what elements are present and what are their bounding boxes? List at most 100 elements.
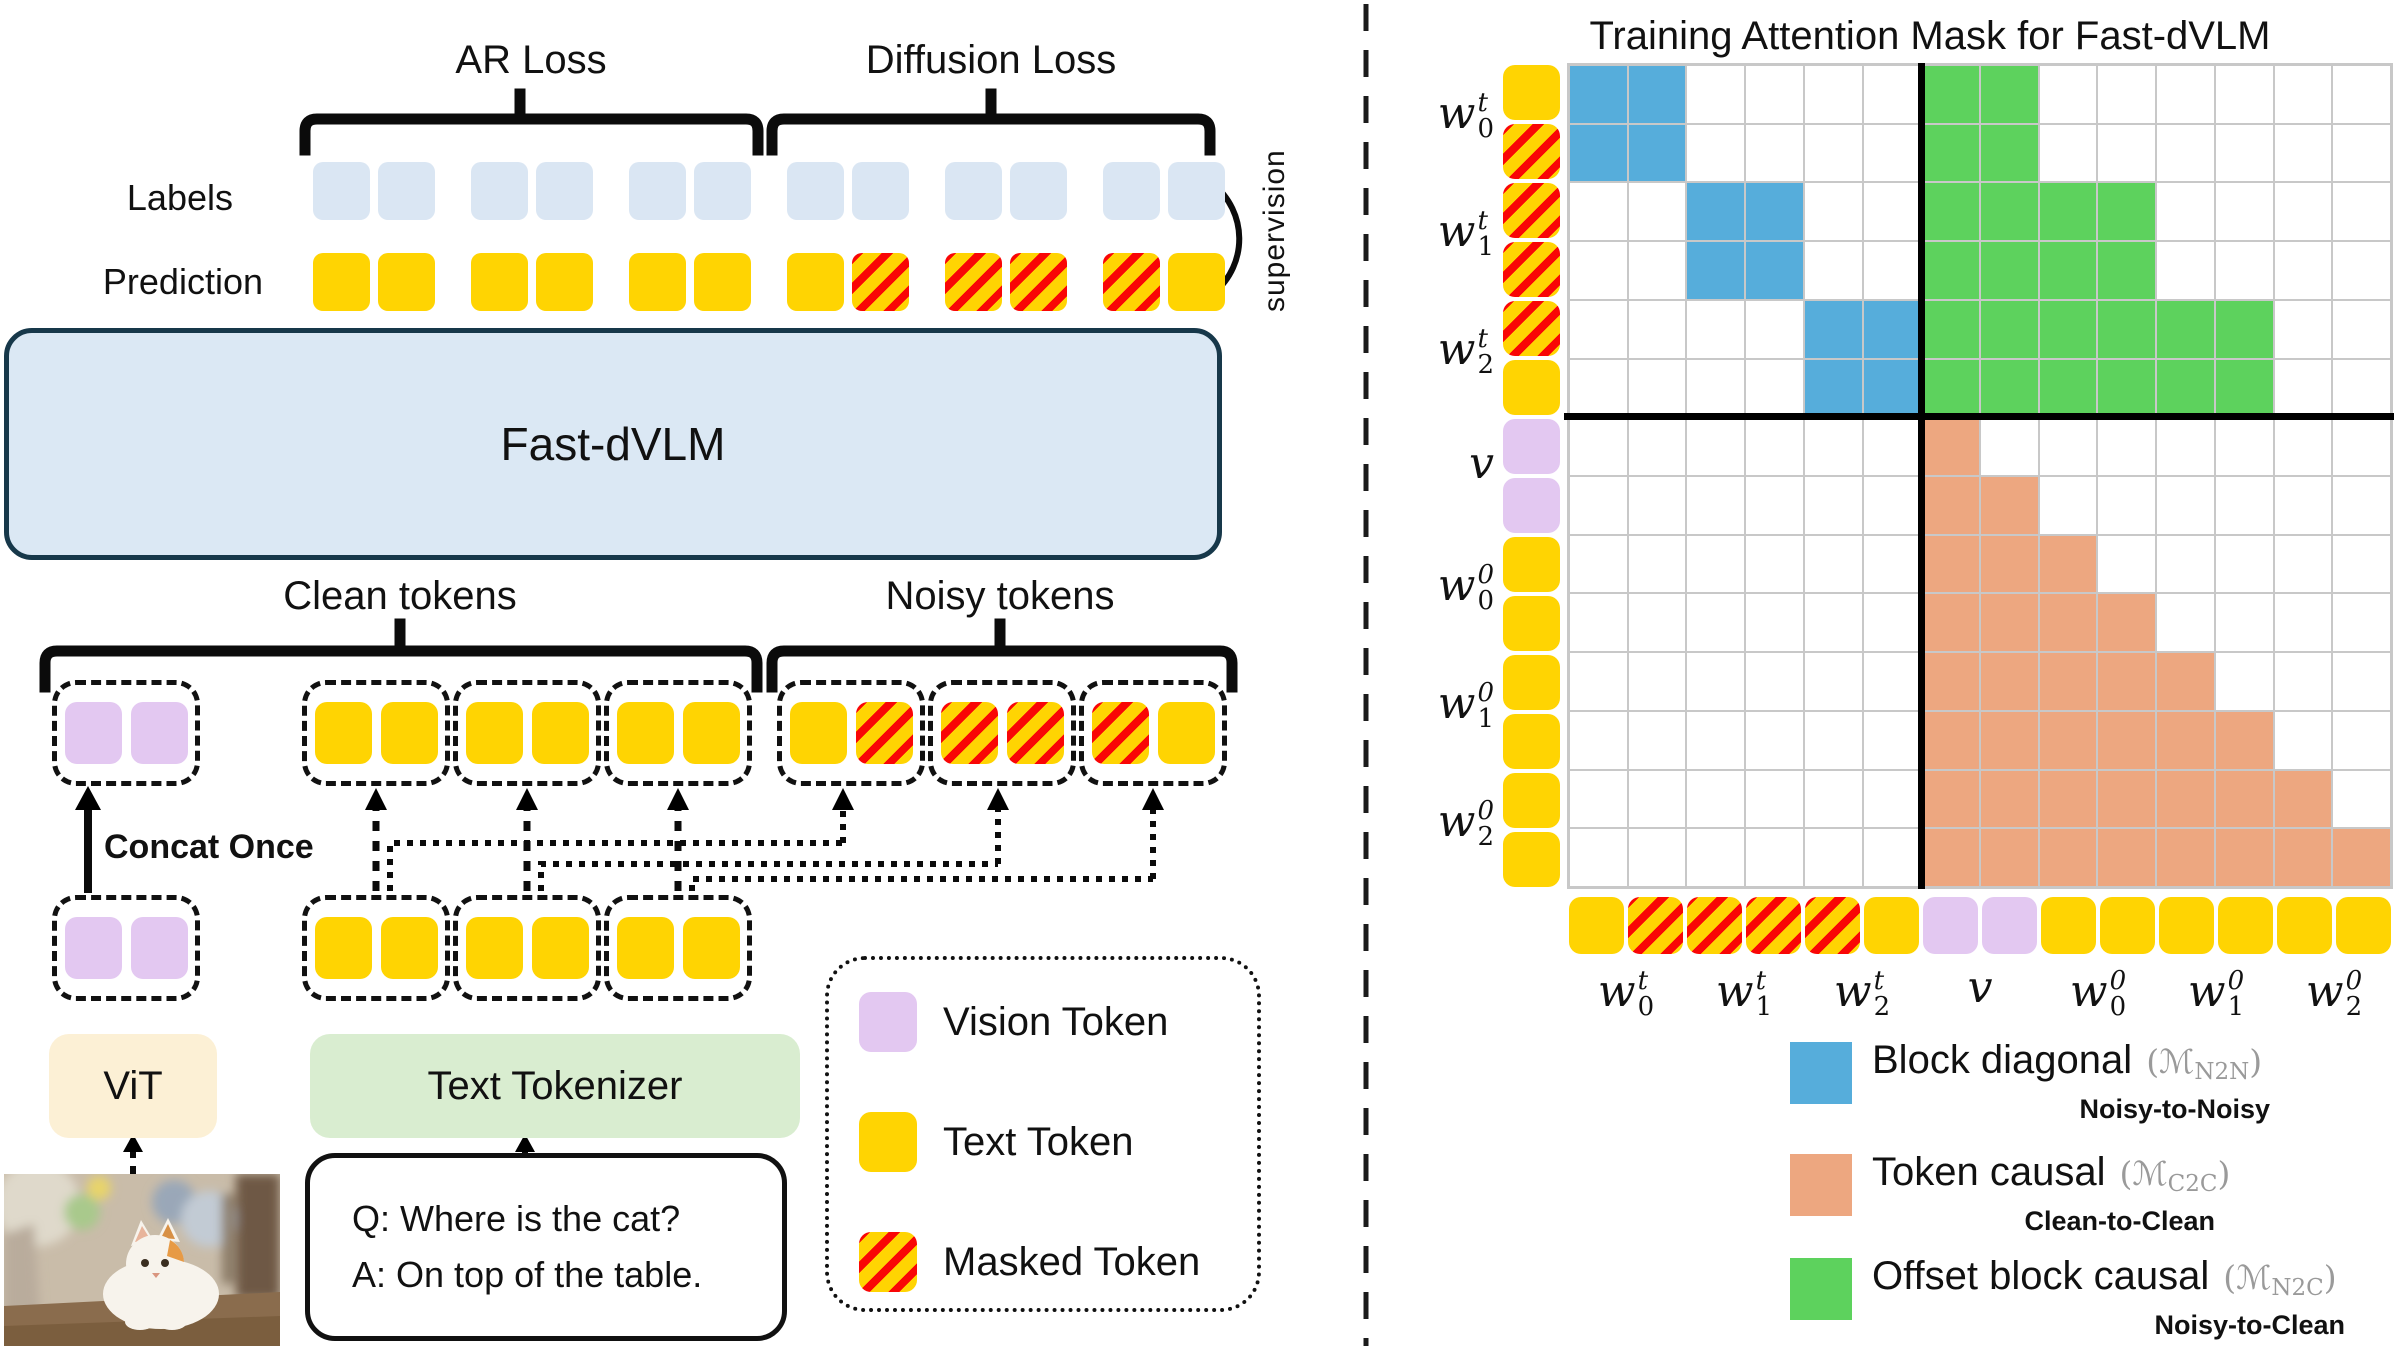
mask-cell <box>1627 299 1687 359</box>
mask-cell <box>2097 123 2157 183</box>
mask-cell <box>1686 652 1746 711</box>
mask-cell <box>1569 417 1628 476</box>
text-token <box>2159 897 2214 954</box>
mask-cell <box>2038 358 2098 418</box>
mask-cell <box>1980 123 2039 183</box>
mask-cell <box>1862 417 1922 476</box>
tokenizer-output-group <box>453 895 601 1001</box>
mask-cell <box>1745 123 1804 183</box>
text-token <box>2041 897 2096 954</box>
vision-token <box>1503 478 1560 533</box>
text-token <box>1569 897 1624 954</box>
mask-legend-row: Token causal(ℳC2C) <box>1872 1150 2230 1197</box>
label-token <box>945 162 1002 220</box>
text-token <box>1503 832 1560 887</box>
mask-cell <box>1686 476 1746 535</box>
label-token <box>694 162 751 220</box>
mask-cell <box>2273 828 2333 887</box>
noisy-text-group <box>777 680 925 786</box>
mask-cell <box>2156 182 2215 242</box>
mask-cell <box>2038 241 2098 300</box>
text-token <box>465 702 523 764</box>
mask-cell <box>1862 476 1922 535</box>
mask-cell <box>2038 123 2098 183</box>
text-token <box>380 917 438 979</box>
text-token <box>616 702 674 764</box>
text-token <box>531 702 589 764</box>
mask-cell <box>1627 65 1687 124</box>
masked-token <box>1503 124 1560 179</box>
label-token <box>1103 162 1160 220</box>
mask-cell <box>1569 769 1628 829</box>
mask-cell <box>2097 299 2157 359</box>
mask-cell <box>2156 593 2215 653</box>
mask-row-label: v <box>1366 442 1494 486</box>
mask-cell <box>2156 828 2215 887</box>
noisy-tokens-brace <box>766 618 1238 693</box>
mask-cell <box>2273 123 2333 183</box>
mask-cell <box>2038 182 2098 242</box>
mask-cell <box>1980 652 2039 711</box>
mask-cell <box>1803 65 1863 124</box>
mask-cell <box>1686 123 1746 183</box>
label-token <box>1010 162 1067 220</box>
mask-cell <box>2332 534 2391 594</box>
labels-row-label: Labels <box>126 177 233 218</box>
axis-label-base: w <box>1437 88 1476 139</box>
mask-cell <box>2097 652 2157 711</box>
mask-legend-row: Block diagonal(ℳN2N) <box>1872 1038 2262 1085</box>
axis-label-sub: 1 <box>1755 992 1773 1022</box>
text-token <box>1503 65 1560 120</box>
mask-cell <box>1627 358 1687 418</box>
legend-item-label: Text Token <box>943 1119 1134 1164</box>
mask-cell <box>1686 358 1746 418</box>
label-token <box>629 162 686 220</box>
mask-cell <box>2273 534 2333 594</box>
axis-label-base: w <box>2069 966 2108 1017</box>
mask-cell <box>1627 417 1687 476</box>
mask-cell <box>1686 65 1746 124</box>
mask-cell <box>2097 65 2157 124</box>
text-token <box>314 702 372 764</box>
text-token <box>1168 253 1225 311</box>
noisy-dotted-routes <box>387 806 1156 891</box>
cat-photo <box>4 1174 280 1346</box>
mask-cell <box>1862 241 1922 300</box>
mask-cell <box>2038 652 2098 711</box>
mask-cell <box>1686 417 1746 476</box>
mask-cell <box>1980 769 2039 829</box>
text-token <box>1864 897 1919 954</box>
mask-cell <box>1803 241 1863 300</box>
noisy-text-group <box>1079 680 1227 786</box>
mask-cell <box>1803 476 1863 535</box>
noisy-dotted-arrowheads <box>832 788 1164 810</box>
mask-cell <box>2273 476 2333 535</box>
text-token <box>1503 596 1560 651</box>
mask-cell <box>1627 534 1687 594</box>
clean-text-group <box>302 680 450 786</box>
text-token <box>2277 897 2332 954</box>
mask-cell <box>1745 476 1804 535</box>
mask-cell <box>1745 299 1804 359</box>
mask-cell <box>1803 358 1863 418</box>
legend-item-label: Vision Token <box>943 999 1169 1044</box>
masked-token <box>1103 253 1160 311</box>
mask-legend-item: Block diagonal(ℳN2N)Noisy-to-Noisy <box>1790 1036 2390 1146</box>
mask-cell <box>1569 241 1628 300</box>
mask-cell <box>1686 828 1746 887</box>
mask-cell <box>1862 652 1922 711</box>
mask-cell <box>1686 182 1746 242</box>
mask-cell <box>2332 182 2391 242</box>
mask-legend-label: Token causal <box>1872 1150 2106 1194</box>
mask-cell <box>2273 652 2333 711</box>
mask-cell <box>1921 710 1980 770</box>
mask-cell <box>2273 417 2333 476</box>
vision-token <box>64 702 122 764</box>
text-token <box>2100 897 2155 954</box>
mask-cell <box>1686 534 1746 594</box>
